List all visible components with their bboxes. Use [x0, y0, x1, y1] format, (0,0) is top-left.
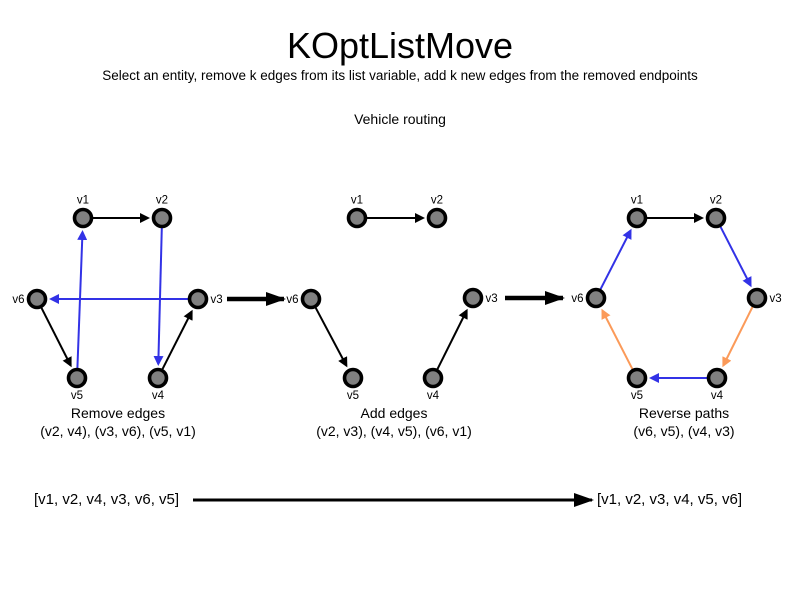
node-v5	[66, 367, 88, 389]
node-label-v3: v3	[770, 293, 782, 305]
node-label-v6: v6	[571, 293, 583, 305]
node-label-v4: v4	[427, 390, 440, 402]
node-v2	[426, 207, 448, 229]
page-subtitle: Select an entity, remove k edges from it…	[102, 68, 698, 83]
node-v6	[26, 288, 48, 310]
node-label-v1: v1	[77, 195, 89, 207]
list-after: [v1, v2, v3, v4, v5, v6]	[597, 491, 743, 508]
node-v1	[346, 207, 368, 229]
list-before: [v1, v2, v4, v3, v6, v5]	[34, 491, 180, 508]
edge-v2-v3	[719, 226, 752, 288]
diagram-caption: Add edges	[361, 405, 428, 421]
node-label-v5: v5	[347, 390, 359, 402]
diagram-detail: (v6, v5), (v4, v3)	[633, 423, 734, 439]
node-v1	[626, 207, 648, 229]
node-label-v5: v5	[71, 390, 83, 402]
node-v4	[706, 367, 728, 389]
node-v4	[422, 367, 444, 389]
node-v6	[300, 288, 322, 310]
edge-v4-v3	[436, 308, 468, 370]
node-label-v2: v2	[431, 195, 443, 207]
edge-v5-v1	[76, 230, 88, 369]
node-v3	[462, 287, 484, 309]
node-v5	[626, 367, 648, 389]
node-v1	[72, 207, 94, 229]
node-label-v2: v2	[156, 195, 168, 207]
edge-v2-v4	[153, 227, 164, 366]
edge-v3-v4	[722, 306, 754, 368]
node-label-v5: v5	[631, 390, 643, 402]
page-title: KOptListMove	[286, 25, 514, 66]
diagram-caption: Reverse paths	[639, 405, 729, 421]
edge-v6-v5	[40, 307, 72, 368]
node-label-v1: v1	[351, 195, 363, 207]
node-v2	[705, 207, 727, 229]
node-label-v3: v3	[486, 293, 498, 305]
diagram-detail: (v2, v4), (v3, v6), (v5, v1)	[40, 423, 196, 439]
node-label-v3: v3	[211, 294, 223, 306]
node-v2	[151, 207, 173, 229]
vehicle-routing-label: Vehicle routing	[354, 111, 446, 127]
node-v3	[746, 287, 768, 309]
node-v6	[585, 287, 607, 309]
node-v5	[342, 367, 364, 389]
edge-v4-v3	[161, 309, 193, 370]
node-label-v1: v1	[631, 195, 643, 207]
node-label-v6: v6	[286, 294, 298, 306]
edge-v6-v1	[599, 228, 632, 290]
node-label-v4: v4	[152, 390, 165, 402]
diagram-detail: (v2, v3), (v4, v5), (v6, v1)	[316, 423, 472, 439]
node-label-v2: v2	[710, 195, 722, 207]
node-v4	[147, 367, 169, 389]
node-v3	[187, 288, 209, 310]
edge-v6-v5	[314, 307, 348, 368]
diagram-caption: Remove edges	[71, 405, 165, 421]
node-label-v4: v4	[711, 390, 724, 402]
node-label-v6: v6	[12, 294, 24, 306]
edge-v5-v6	[601, 308, 634, 370]
